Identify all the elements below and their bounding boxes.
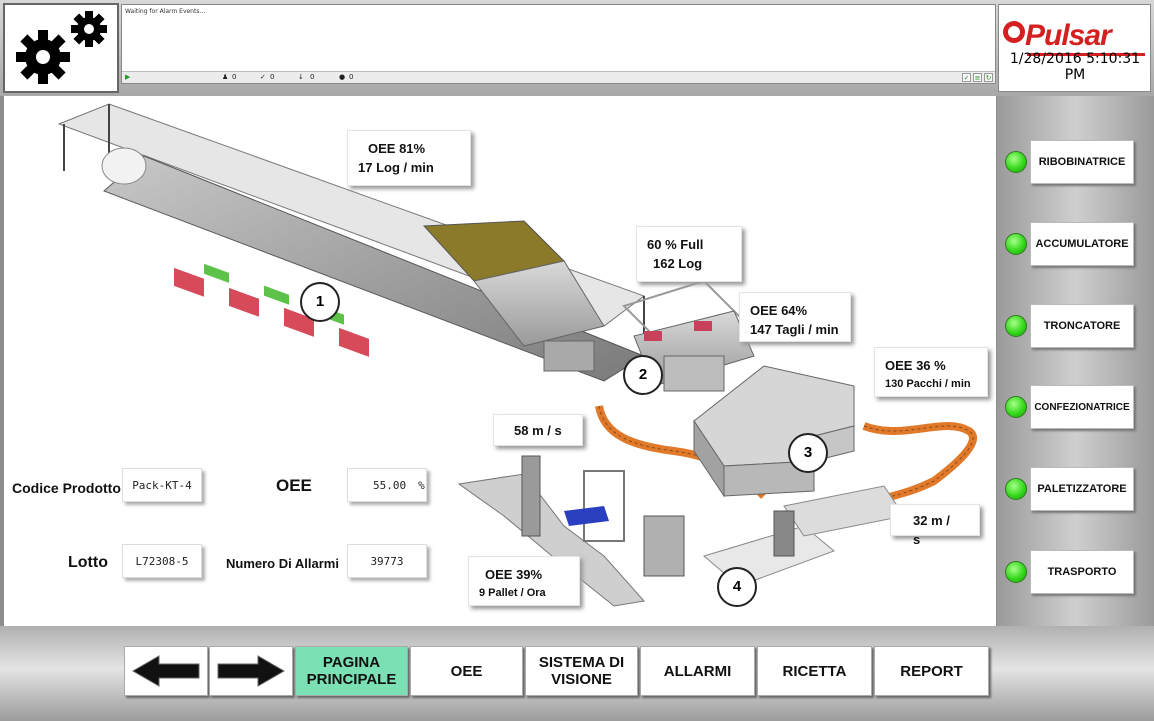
nav-recipe-button[interactable]: RICETTA [757, 646, 872, 696]
product-code-value: Pack-KT-4 [122, 468, 202, 502]
station-button-troncatore[interactable]: TRONCATORE [1030, 304, 1134, 348]
nav-alarms-button[interactable]: ALLARMI [640, 646, 755, 696]
alarm-counter-circle: 0 [349, 73, 354, 81]
alarm-banner[interactable]: Waiting for Alarm Events... ▶ ♟ 0 ✓ 0 ↓ … [121, 4, 996, 84]
alarms-count-label: Numero Di Allarmi [226, 556, 339, 571]
forward-button[interactable] [209, 646, 293, 696]
line2-marker[interactable]: 2 [623, 355, 663, 395]
bell-icon: ♟ [222, 73, 229, 81]
station-button-accumulatore[interactable]: ACCUMULATORE [1030, 222, 1134, 266]
line1-marker[interactable]: 1 [300, 282, 340, 322]
accumulator-stats: 60 % Full 162 Log [636, 226, 742, 282]
nav-report-button[interactable]: REPORT [874, 646, 989, 696]
line4-rate: 9 Pallet / Ora [479, 587, 546, 599]
back-button[interactable] [124, 646, 208, 696]
list-icon[interactable]: ≡ [973, 73, 982, 82]
circle-icon: ● [339, 73, 346, 81]
acknowledge-icon: ✓ [260, 73, 266, 81]
oee-unit: % [418, 478, 425, 492]
station-status-led-ribobinatrice [1005, 151, 1027, 173]
line1-oee: OEE 81% [368, 141, 426, 156]
station-button-paletizzatore[interactable]: PALETIZZATORE [1030, 467, 1134, 511]
nav-oee-button[interactable]: OEE [410, 646, 523, 696]
line2-stats: OEE 64% 147 Tagli / min [739, 292, 851, 342]
alarm-counter-bell: 0 [232, 73, 237, 81]
lot-label: Lotto [68, 554, 108, 571]
plant-view: OEE 81% 17 Log / min 60 % Full 162 Log O… [4, 96, 996, 626]
line2-rate: 147 Tagli / min [750, 322, 839, 337]
arrow-icon: ↓ [298, 73, 304, 81]
accumulator-fill: 60 % Full [647, 237, 704, 252]
line3-marker[interactable]: 3 [788, 433, 828, 473]
station-status-led-trasporto [1005, 561, 1027, 583]
lot-value: L72308-5 [122, 544, 202, 578]
line3-stats: OEE 36 % 130 Pacchi / min [874, 347, 988, 397]
station-status-led-troncatore [1005, 315, 1027, 337]
arrow-left-icon [131, 655, 200, 687]
line4-stats: OEE 39% 9 Pallet / Ora [468, 556, 580, 606]
play-icon[interactable]: ▶ [125, 73, 131, 81]
alarm-message: Waiting for Alarm Events... [125, 8, 206, 15]
line4-oee: OEE 39% [485, 567, 543, 582]
accumulator-count: 162 Log [653, 256, 703, 271]
datetime: 1/28/2016 5:10:31 PM [1009, 51, 1141, 83]
nav-home-button[interactable]: PAGINA PRINCIPALE [295, 646, 408, 696]
station-status-led-accumulatore [1005, 233, 1027, 255]
rewinder-machine[interactable] [57, 103, 646, 382]
conveyor-b-speed: 32 m / s [890, 504, 980, 547]
line1-rate: 17 Log / min [358, 160, 434, 175]
station-status-led-paletizzatore [1005, 478, 1027, 500]
arrow-right-icon [217, 655, 286, 687]
logo-underline [1027, 53, 1145, 56]
settings-button[interactable] [3, 3, 119, 93]
oee-label: OEE [276, 476, 312, 495]
station-sidebar: RIBOBINATRICE ACCUMULATORE TRONCATORE CO… [997, 96, 1154, 626]
station-button-confezionatrice[interactable]: CONFEZIONATRICE [1030, 385, 1134, 429]
conveyor-a-speed: 58 m / s [493, 414, 583, 446]
pulsar-logo: Pulsar [1025, 19, 1112, 52]
check-icon[interactable]: ✓ [962, 73, 971, 82]
brand-panel: Pulsar 1/28/2016 5:10:31 PM [998, 4, 1151, 92]
nav-vision-button[interactable]: SISTEMA DI VISIONE [525, 646, 638, 696]
plant-drawing [57, 103, 977, 607]
line1-stats: OEE 81% 17 Log / min [347, 130, 471, 186]
oee-value: 55.00 [373, 478, 407, 492]
line4-marker[interactable]: 4 [717, 567, 757, 607]
refresh-icon[interactable]: ↻ [984, 73, 993, 82]
alarms-count-value: 39773 [347, 544, 427, 578]
alarm-counter-ack: 0 [270, 73, 275, 81]
station-status-led-confezionatrice [1005, 396, 1027, 418]
cutter-machine[interactable] [622, 279, 755, 392]
gears-icon [16, 11, 107, 84]
oee-value-box: 55.00 % [347, 468, 427, 502]
alarm-status-bar: ▶ ♟ 0 ✓ 0 ↓ 0 ● 0 ✓ ≡ ↻ [122, 71, 995, 83]
station-button-trasporto[interactable]: TRASPORTO [1030, 550, 1134, 594]
line3-rate: 130 Pacchi / min [885, 378, 971, 390]
line3-oee: OEE 36 % [885, 358, 946, 373]
product-code-label: Codice Prodotto [12, 480, 121, 496]
line2-oee: OEE 64% [750, 303, 808, 318]
station-button-ribobinatrice[interactable]: RIBOBINATRICE [1030, 140, 1134, 184]
pulsar-logo-mark [1003, 21, 1025, 43]
alarm-counter-arrow: 0 [310, 73, 315, 81]
